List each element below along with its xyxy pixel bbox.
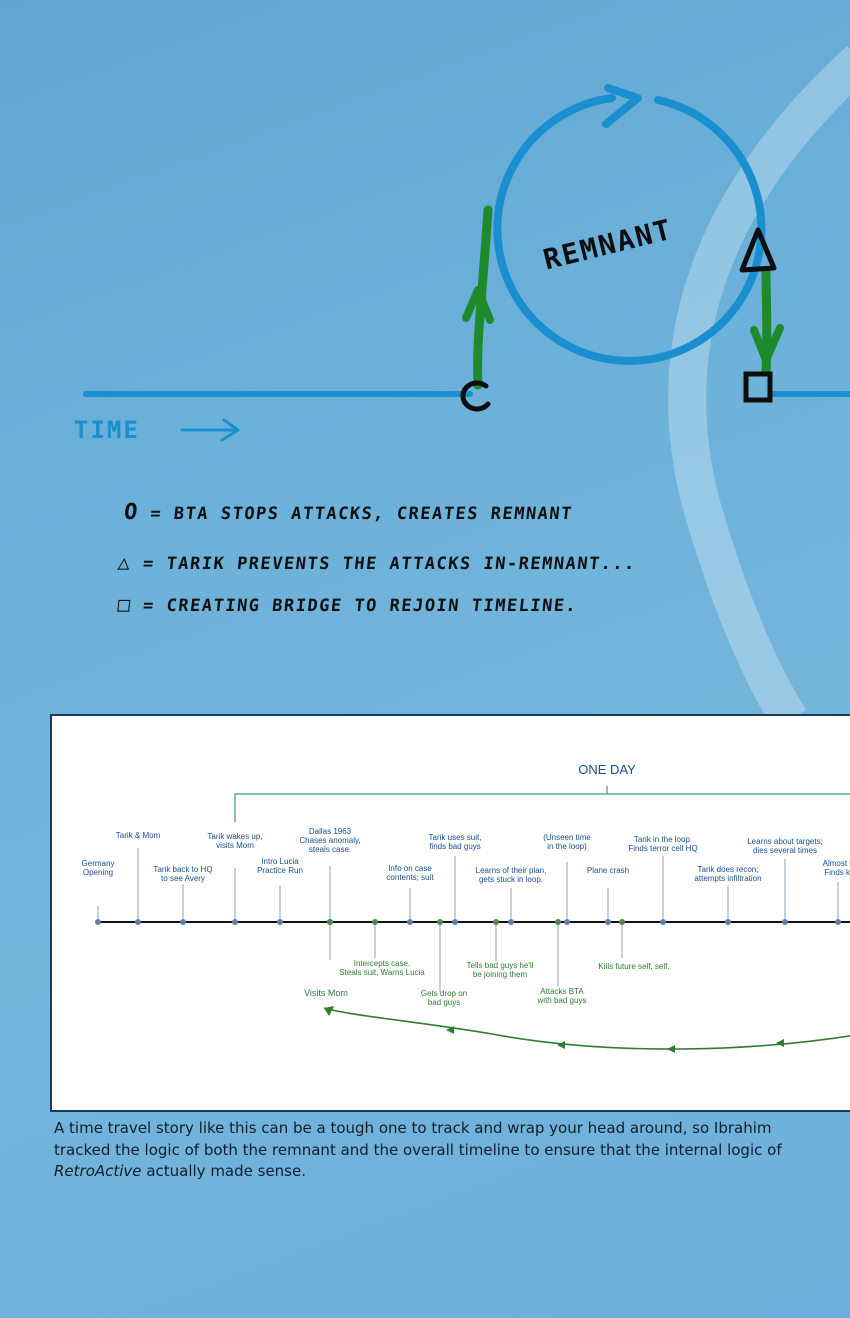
event-label-above: Tarik uses suit,finds bad guys	[429, 833, 482, 851]
event-dot	[407, 919, 413, 925]
legend-text: = TARIK PREVENTS THE ATTACKS IN-REMNANT.…	[142, 554, 638, 574]
event-label-above: Learns of their plan,gets stuck in loop.	[476, 866, 547, 884]
square-marker	[743, 371, 773, 403]
event-dot	[835, 919, 841, 925]
legend-row-circle: O = BTA STOPS ATTACKS, CREATES REMNANT	[123, 500, 575, 525]
event-dot	[605, 919, 611, 925]
green-up-arrow	[473, 205, 493, 390]
event-label-above: Tarik does recon;attempts infiltration	[694, 865, 761, 883]
event-dot	[135, 919, 141, 925]
time-arrow	[180, 418, 240, 442]
caption-text: A time travel story like this can be a t…	[54, 1119, 782, 1159]
event-dot	[95, 919, 101, 925]
return-arrowhead	[324, 1006, 334, 1016]
return-arc	[323, 1007, 850, 1050]
event-dot	[232, 919, 238, 925]
event-dot	[619, 919, 625, 925]
event-dot	[327, 919, 333, 925]
event-label-above: Plane crash	[587, 866, 629, 875]
event-label-below: Kills future self, self.	[598, 962, 669, 971]
legend-symbol: O	[122, 500, 141, 525]
legend-row-triangle: △ = TARIK PREVENTS THE ATTACKS IN-REMNAN…	[117, 550, 638, 574]
event-dot	[782, 919, 788, 925]
event-dot	[508, 919, 514, 925]
legend-text: = CREATING BRIDGE TO REJOIN TIMELINE.	[142, 596, 579, 616]
event-dot	[564, 919, 570, 925]
event-dot	[493, 919, 499, 925]
event-label-above: Tarik & Mom	[116, 831, 161, 840]
circle-marker	[460, 380, 491, 412]
event-label-below: Intercepts case.Steals suit, Warns Lucia	[339, 959, 425, 977]
caption-title: RetroActive	[54, 1162, 142, 1180]
caption: A time travel story like this can be a t…	[54, 1118, 794, 1183]
event-dot	[180, 919, 186, 925]
event-dot	[437, 919, 443, 925]
event-dot	[555, 919, 561, 925]
one-day-label: ONE DAY	[578, 762, 636, 777]
remnant-loop	[493, 94, 766, 365]
event-dot	[372, 919, 378, 925]
event-label-above: Tarik wakes up,visits Mom	[207, 832, 262, 850]
arc-arrow	[557, 1041, 565, 1049]
caption-text-end: actually made sense.	[141, 1162, 306, 1180]
arc-arrow	[446, 1026, 454, 1034]
arc-arrow	[776, 1039, 784, 1047]
loop-arrowhead	[602, 84, 642, 128]
event-dot	[660, 919, 666, 925]
legend-symbol: □	[116, 592, 133, 616]
event-dot	[452, 919, 458, 925]
legend-row-square: □ = CREATING BRIDGE TO REJOIN TIMELINE.	[117, 592, 579, 616]
event-dot	[277, 919, 283, 925]
one-day-bracket	[234, 793, 850, 822]
event-dot	[725, 919, 731, 925]
legend-symbol: △	[116, 550, 133, 574]
time-label: TIME	[74, 416, 140, 444]
event-label-below: Visits Mom	[304, 988, 348, 998]
event-label-above: Tarik in the loop.Finds terror cell HQ	[628, 835, 697, 853]
event-label-above: Learns about targets;dies several times	[747, 837, 823, 855]
arc-arrow	[667, 1045, 675, 1053]
event-label-above: Almost sFinds ki	[823, 859, 850, 877]
legend-text: = BTA STOPS ATTACKS, CREATES REMNANT	[149, 504, 574, 524]
triangle-marker	[739, 227, 777, 273]
remnant-sketch	[83, 84, 850, 442]
